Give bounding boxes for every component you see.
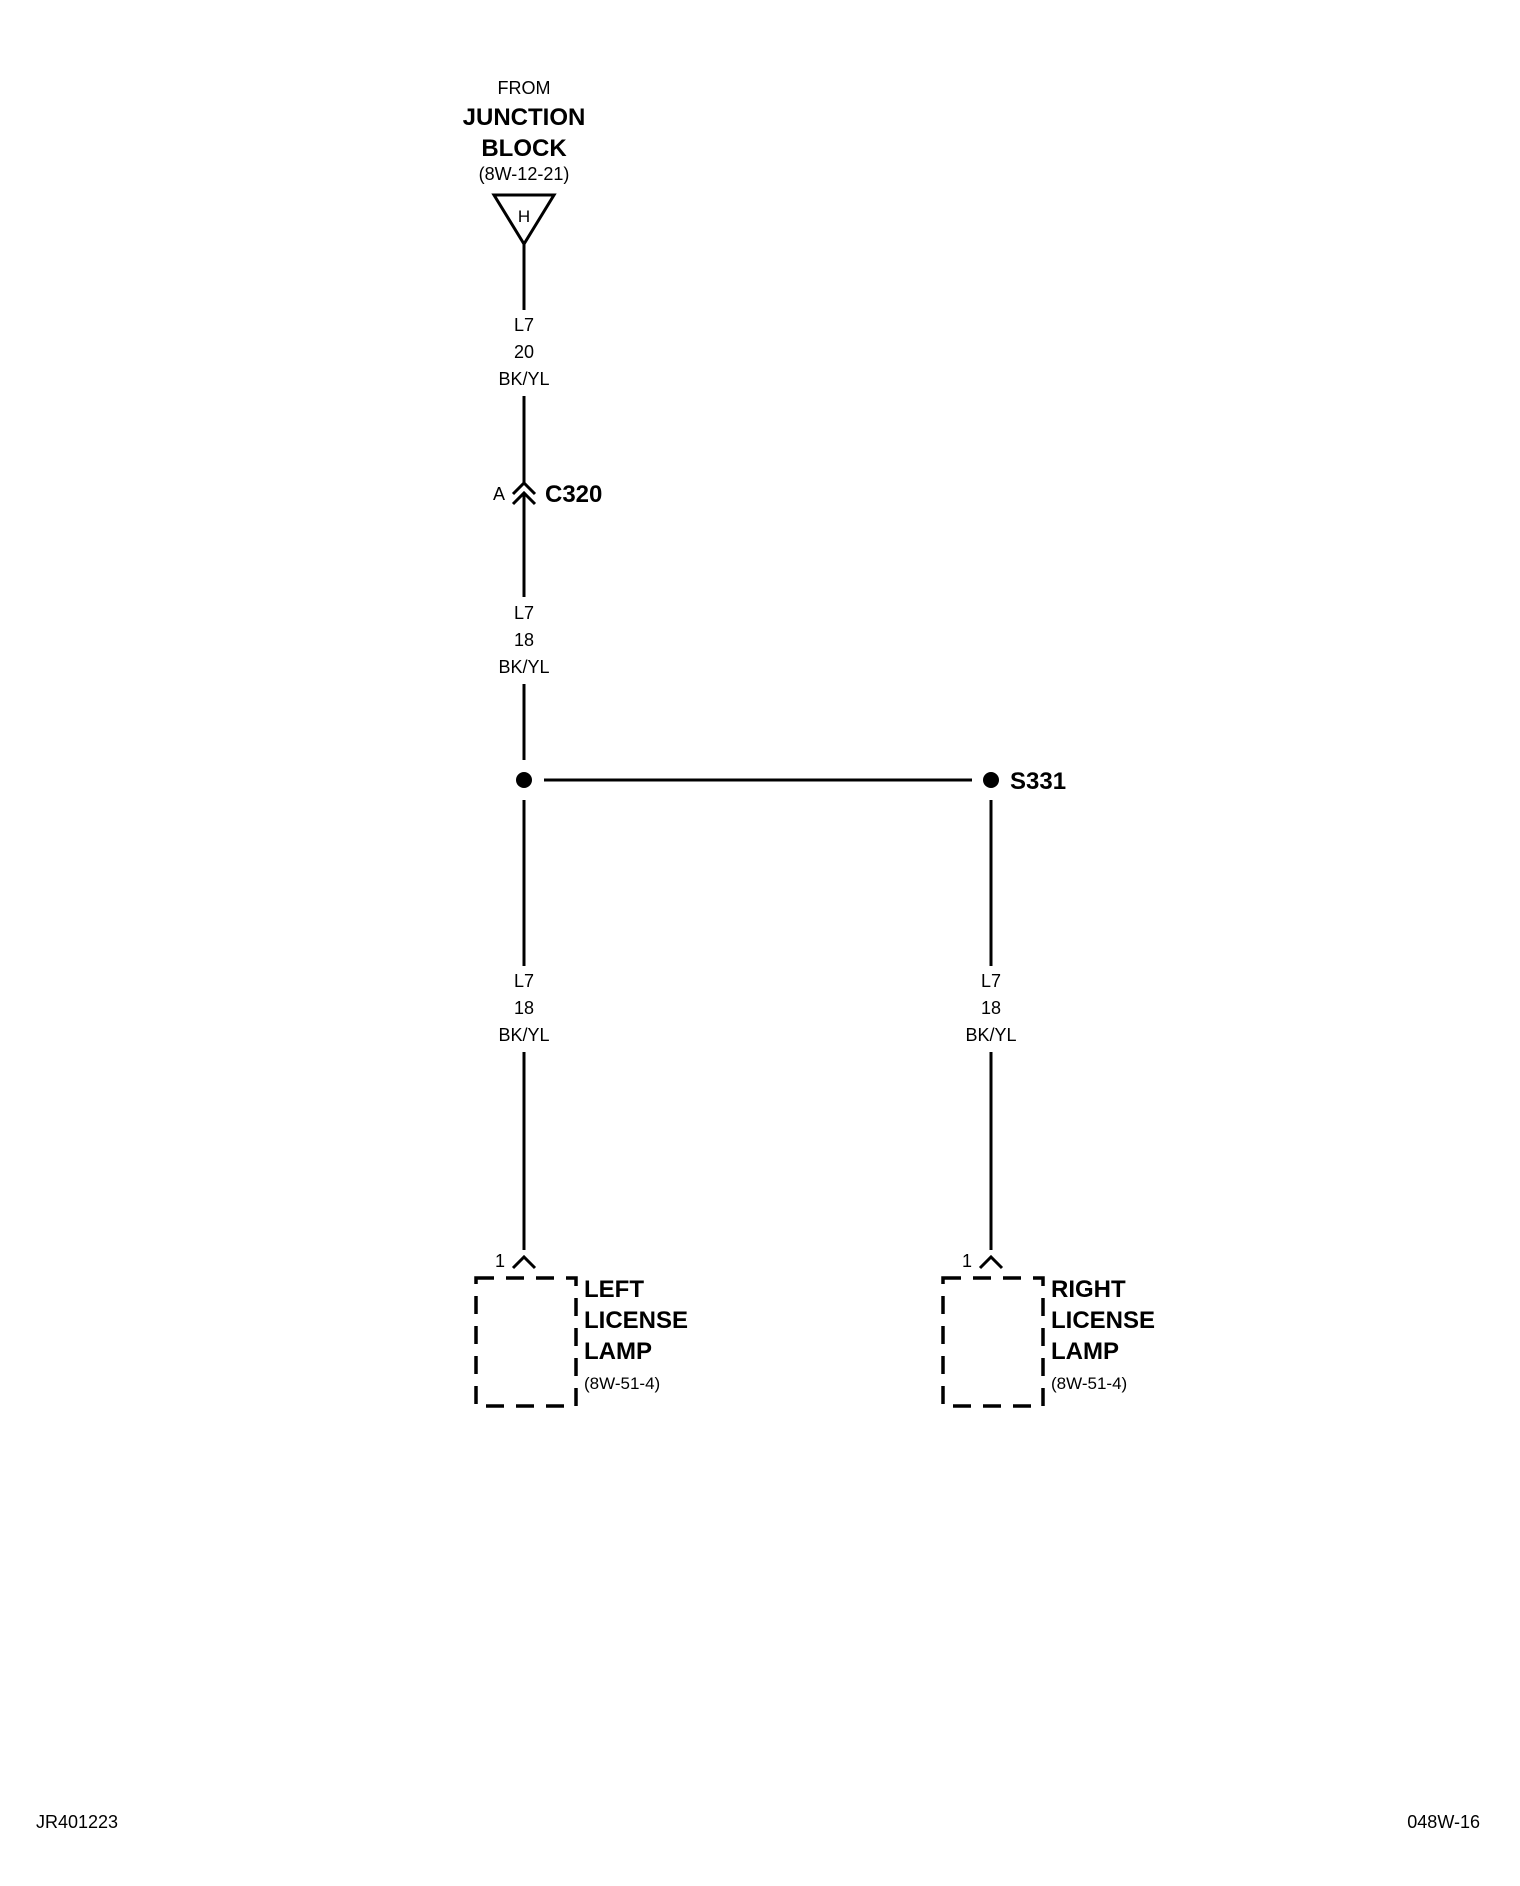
wire-top-gauge: 20 [514,342,534,362]
wire-label-top: L7 20 BK/YL [498,315,549,389]
source-prefix: FROM [498,78,551,98]
right-lamp-pin-chevron-icon [978,1254,1004,1270]
left-lamp-line3: LAMP [584,1338,652,1365]
source-pin-triangle-icon [491,193,557,247]
connector-chevron-upper-icon [511,480,537,496]
wire-label-right: L7 18 BK/YL [965,971,1016,1045]
connector-name: C320 [545,481,602,508]
wire-left-circuit: L7 [514,971,534,991]
right-lamp-body [941,1276,1045,1408]
splice-dot-right [983,772,999,788]
connector-cavity: A [493,484,505,504]
right-license-lamp: 1 RIGHT LICENSE LAMP (8W-51-4) [941,1251,1155,1408]
wire-right-color: BK/YL [965,1025,1016,1045]
splice-dot-left [516,772,532,788]
left-license-lamp: 1 LEFT LICENSE LAMP (8W-51-4) [474,1251,688,1408]
wire-right-circuit: L7 [981,971,1001,991]
left-lamp-pin: 1 [495,1251,505,1271]
left-lamp-line2: LICENSE [584,1307,688,1334]
left-lamp-body [474,1276,578,1408]
wire-mid-circuit: L7 [514,603,534,623]
wire-label-left: L7 18 BK/YL [498,971,549,1045]
connector-c320: A C320 [493,480,602,508]
source-pin-label: H [518,207,530,226]
wire-left-gauge: 18 [514,998,534,1018]
footer-right-code: 048W-16 [1407,1812,1480,1832]
wire-top-color: BK/YL [498,369,549,389]
right-lamp-ref: (8W-51-4) [1051,1374,1127,1393]
wire-mid-gauge: 18 [514,630,534,650]
source-name-line2: BLOCK [481,135,567,162]
source-ref: (8W-12-21) [479,164,570,184]
footer-left-code: JR401223 [36,1812,118,1832]
left-lamp-ref: (8W-51-4) [584,1374,660,1393]
wire-label-mid: L7 18 BK/YL [498,603,549,677]
source-junction-block: FROM JUNCTION BLOCK (8W-12-21) H [463,78,586,247]
wire-left-color: BK/YL [498,1025,549,1045]
source-name-line1: JUNCTION [463,104,586,131]
right-lamp-line3: LAMP [1051,1338,1119,1365]
left-lamp-pin-chevron-icon [511,1254,537,1270]
wire-right-gauge: 18 [981,998,1001,1018]
right-lamp-line1: RIGHT [1051,1276,1126,1303]
left-lamp-line1: LEFT [584,1276,644,1303]
wire-mid-color: BK/YL [498,657,549,677]
splice-s331: S331 [516,768,1066,795]
splice-name: S331 [1010,768,1066,795]
right-lamp-pin: 1 [962,1251,972,1271]
wire-top-circuit: L7 [514,315,534,335]
right-lamp-line2: LICENSE [1051,1307,1155,1334]
